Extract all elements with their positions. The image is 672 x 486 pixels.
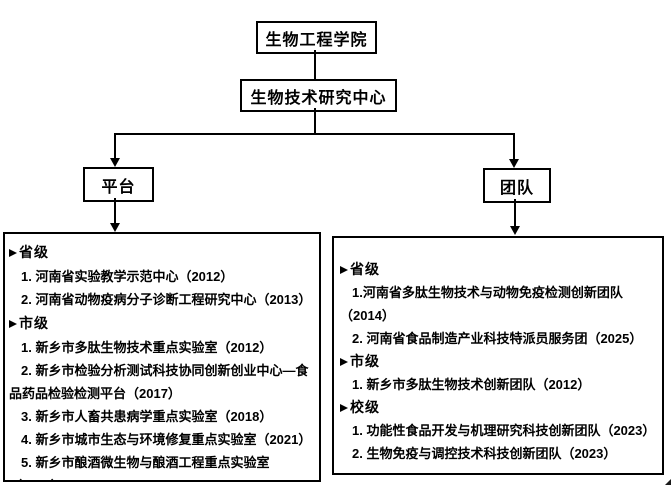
list-item: 3. 新乡市人畜共患病学重点实验室（2018）	[21, 409, 273, 424]
section-heading-label: 校级	[350, 399, 380, 415]
team-panel: 省级 1.河南省多肽生物技术与动物免疫检测创新团队（2014） 2. 河南省食品制造…	[332, 236, 664, 475]
section-heading: 校级	[340, 396, 658, 419]
list-item: 2. 河南省食品制造产业科技特派员服务团（2025）	[352, 331, 643, 346]
section-heading: 市级	[9, 311, 315, 336]
connector-branch-team	[513, 133, 515, 160]
section-heading: 省级	[340, 258, 658, 281]
node-research-center: 生物技术研究中心	[240, 79, 397, 112]
connector-college-center	[314, 50, 316, 79]
section-heading-label: 市级	[350, 353, 380, 369]
section-heading: 省级	[9, 240, 315, 265]
node-platform: 平台	[83, 167, 154, 202]
arrowhead-bullet-icon	[9, 248, 17, 257]
arrowhead-bullet-icon	[9, 319, 17, 328]
connector-branch-platform	[114, 133, 116, 159]
list-item: 1.河南省多肽生物技术与动物免疫检测创新团队（2014）	[340, 285, 623, 323]
arrowhead-team-icon	[509, 159, 519, 168]
list-item: 1. 功能性食品开发与机理研究科技创新团队（2023）	[352, 423, 656, 438]
corner-mark	[665, 479, 671, 485]
connector-platform-panel	[114, 198, 116, 224]
section-heading-label: 省级	[350, 261, 380, 277]
list-item: 2. 生物免疫与调控技术科技创新团队（2023）	[352, 446, 617, 461]
arrowhead-bullet-icon	[340, 357, 348, 366]
list-item: 2. 河南省动物疫病分子诊断工程研究中心（2013）	[21, 292, 312, 307]
connector-center-branch	[314, 108, 316, 135]
list-item: 5. 新乡市酿酒微生物与酿酒工程重点实验室（2022）	[9, 455, 270, 480]
list-item: 1. 新乡市多肽生物技术重点实验室（2012）	[21, 340, 273, 355]
platform-panel: 省级 1. 河南省实验教学示范中心（2012） 2. 河南省动物疫病分子诊断工程研究…	[3, 232, 321, 482]
arrowhead-platform-panel-icon	[110, 223, 120, 232]
arrowhead-platform-icon	[110, 158, 120, 167]
section-heading-label: 省级	[19, 244, 49, 260]
list-item: 1. 新乡市多肽生物技术创新团队（2012）	[352, 377, 591, 392]
arrowhead-bullet-icon	[340, 403, 348, 412]
list-item: 2. 新乡市检验分析测试科技协同创新创业中心—食品药品检验检测平台（2017）	[9, 363, 309, 401]
section-heading-label: 市级	[19, 315, 49, 331]
arrowhead-bullet-icon	[340, 265, 348, 274]
list-item: 4. 新乡市城市生态与环境修复重点实验室（2021）	[21, 432, 312, 447]
node-team-label: 团队	[499, 179, 534, 197]
node-platform-label: 平台	[101, 178, 136, 196]
branch-horizontal-line	[114, 133, 515, 135]
section-heading: 市级	[340, 350, 658, 373]
node-research-center-label: 生物技术研究中心	[250, 89, 387, 107]
node-team: 团队	[483, 168, 551, 203]
node-college: 生物工程学院	[256, 21, 377, 54]
list-item: 1. 河南省实验教学示范中心（2012）	[21, 269, 234, 284]
node-college-label: 生物工程学院	[265, 31, 368, 49]
connector-team-panel	[514, 199, 516, 227]
arrowhead-team-panel-icon	[510, 226, 520, 235]
